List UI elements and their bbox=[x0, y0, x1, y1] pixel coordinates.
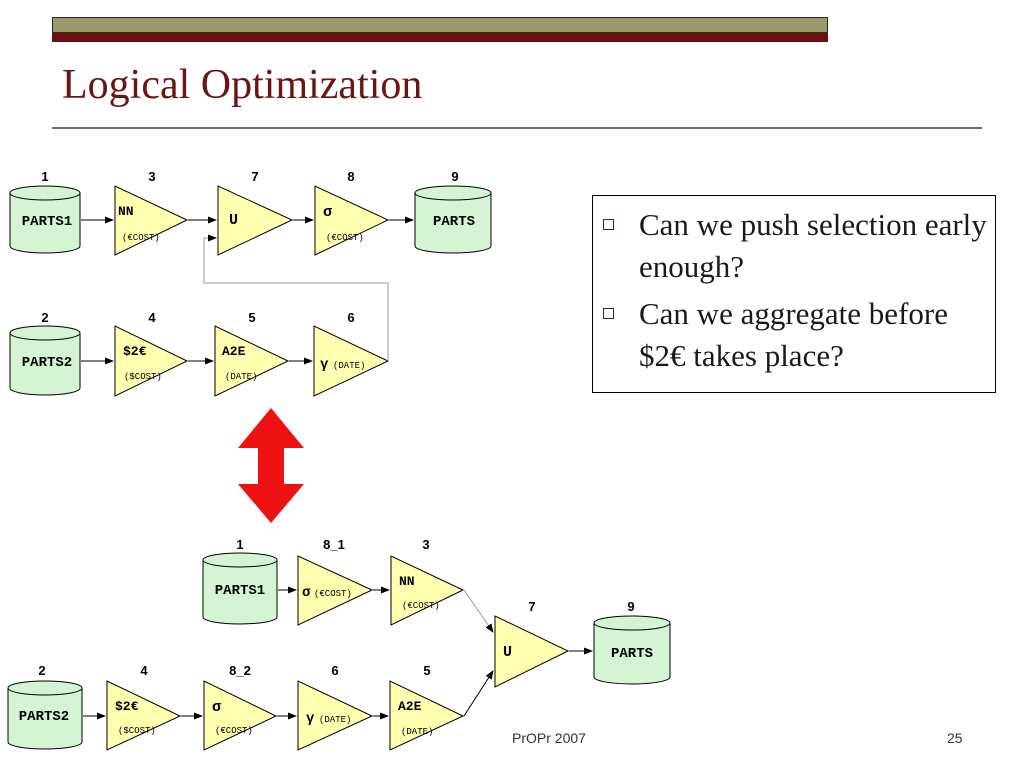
activity-label: $2€ bbox=[115, 699, 139, 714]
activity-dollar-to-euro: $2€ ($COST) bbox=[114, 325, 189, 397]
list-item: Can we aggregate before $2€ takes place? bbox=[603, 293, 989, 377]
activity-selection: σ (€COST) bbox=[314, 185, 390, 256]
activity-union: U bbox=[217, 185, 294, 256]
store-parts: PARTS bbox=[414, 185, 492, 254]
activity-label: σ bbox=[323, 204, 332, 221]
store-parts1: PARTS1 bbox=[202, 552, 278, 625]
activity-label: U bbox=[503, 644, 512, 661]
node-id: 6 bbox=[331, 663, 338, 678]
store-label: PARTS1 bbox=[22, 214, 72, 230]
activity-param: (€COST) bbox=[122, 233, 160, 243]
slide-title: Logical Optimization bbox=[62, 62, 423, 108]
node-id: 7 bbox=[528, 599, 535, 614]
store-label: PARTS bbox=[433, 214, 475, 230]
activity-param: (DATE) bbox=[333, 361, 365, 371]
activity-label: NN bbox=[118, 204, 134, 219]
activity-label: σ bbox=[212, 699, 221, 716]
question-box: Can we push selection early enough? Can … bbox=[592, 195, 996, 393]
node-id: 8 bbox=[347, 169, 354, 184]
activity-selection: σ (€COST) bbox=[297, 555, 374, 626]
node-id: 2 bbox=[38, 663, 45, 678]
activity-label: $2€ bbox=[123, 344, 147, 359]
node-id: 9 bbox=[627, 599, 634, 614]
activity-label: U bbox=[229, 212, 238, 229]
bullet-text: Can we push selection early enough? bbox=[639, 207, 987, 284]
node-id: 6 bbox=[347, 310, 354, 325]
bullet-text: Can we aggregate before $2€ takes place? bbox=[639, 296, 948, 373]
activity-param: ($COST) bbox=[124, 372, 162, 382]
store-label: PARTS2 bbox=[19, 709, 69, 725]
activity-param: ($COST) bbox=[118, 726, 156, 736]
activity-a2e: A2E (DATE) bbox=[389, 680, 465, 751]
store-parts2: PARTS2 bbox=[9, 325, 81, 396]
node-id: 3 bbox=[148, 169, 155, 184]
activity-param: (€COST) bbox=[314, 589, 352, 599]
node-id: 7 bbox=[251, 169, 258, 184]
activity-param: (€COST) bbox=[326, 233, 364, 243]
store-parts: PARTS bbox=[593, 615, 671, 685]
activity-param: (DATE) bbox=[319, 715, 351, 725]
node-id: 8_1 bbox=[323, 537, 345, 552]
activity-aggregation: γ (DATE) bbox=[297, 680, 374, 751]
title-bar-accent bbox=[52, 33, 828, 42]
activity-param: (DATE) bbox=[401, 727, 433, 737]
store-label: PARTS2 bbox=[22, 355, 72, 371]
page-number: 25 bbox=[947, 730, 963, 746]
title-bar-decoration bbox=[52, 17, 828, 33]
square-bullet-icon bbox=[603, 308, 615, 320]
activity-label: NN bbox=[399, 574, 415, 589]
activity-nn: NN (€COST) bbox=[114, 185, 189, 256]
store-label: PARTS bbox=[611, 646, 653, 662]
activity-dollar-to-euro: $2€ ($COST) bbox=[106, 680, 182, 751]
node-id: 8_2 bbox=[229, 663, 251, 678]
activity-label: A2E bbox=[222, 344, 246, 359]
node-id: 5 bbox=[248, 310, 255, 325]
activity-param: (€COST) bbox=[215, 726, 253, 736]
activity-param: (€COST) bbox=[402, 601, 440, 611]
square-bullet-icon bbox=[603, 219, 615, 231]
footer-text: PrOPr 2007 bbox=[512, 730, 586, 746]
activity-selection: σ (€COST) bbox=[203, 680, 278, 751]
store-parts1: PARTS1 bbox=[9, 185, 81, 254]
node-id: 9 bbox=[451, 169, 458, 184]
activity-label: γ bbox=[306, 711, 315, 727]
activity-nn: NN (€COST) bbox=[390, 555, 465, 626]
node-id: 4 bbox=[148, 310, 156, 325]
node-id: 1 bbox=[41, 169, 48, 184]
node-id: 3 bbox=[422, 537, 429, 552]
activity-label: σ bbox=[302, 585, 311, 601]
activity-union: U bbox=[494, 615, 570, 688]
store-parts2: PARTS2 bbox=[7, 680, 83, 750]
top-diagram: 1 3 7 8 9 2 4 5 6 PARTS1 NN (€COST) U σ … bbox=[9, 169, 492, 397]
bottom-diagram: 1 8_1 3 7 9 2 4 8_2 6 5 PARTS1 σ (€COST)… bbox=[7, 537, 671, 751]
activity-a2e: A2E (DATE) bbox=[214, 325, 290, 397]
activity-label: γ bbox=[320, 357, 329, 373]
store-label: PARTS1 bbox=[215, 583, 265, 599]
node-id: 5 bbox=[423, 663, 430, 678]
node-id: 4 bbox=[140, 663, 148, 678]
activity-aggregation: γ (DATE) bbox=[313, 325, 390, 397]
activity-param: (DATE) bbox=[225, 372, 257, 382]
bottom-edges bbox=[83, 586, 593, 720]
node-id: 2 bbox=[41, 310, 48, 325]
activity-label: A2E bbox=[398, 699, 422, 714]
equivalence-arrow bbox=[238, 408, 304, 523]
node-id: 1 bbox=[236, 537, 243, 552]
title-divider bbox=[52, 127, 982, 129]
list-item: Can we push selection early enough? bbox=[603, 204, 989, 288]
top-edges bbox=[81, 216, 414, 365]
